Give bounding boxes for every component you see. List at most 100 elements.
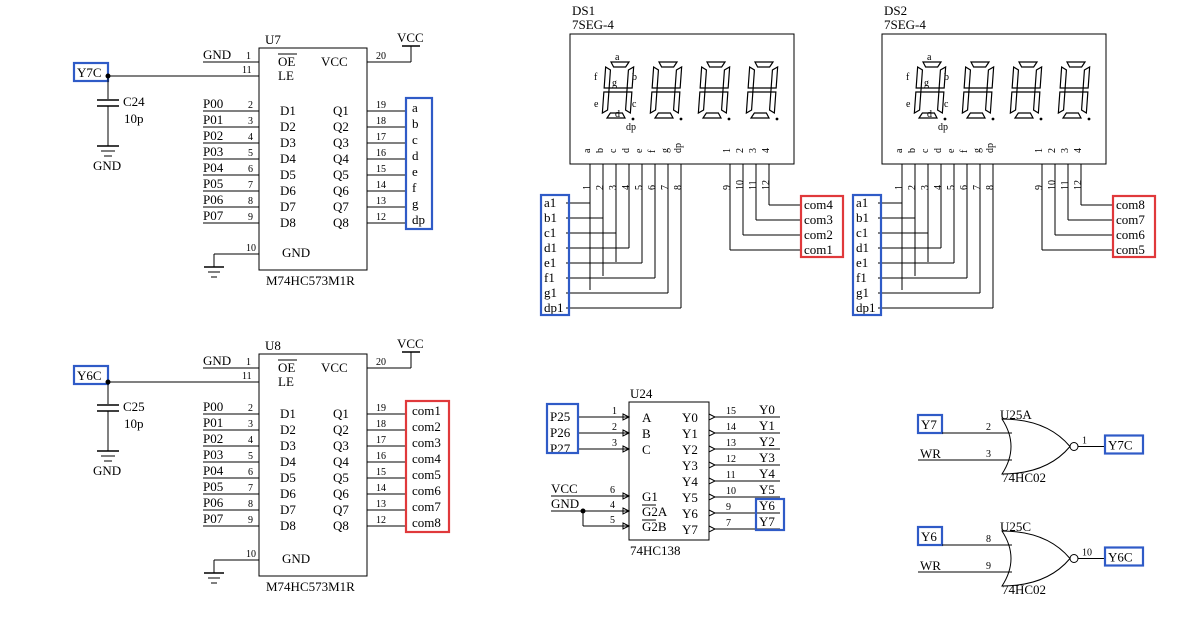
ds1-seg-pin-num: 7: [660, 185, 671, 190]
u8-input-net: P03: [203, 447, 223, 462]
u24-output-net-box: [754, 497, 786, 532]
u24-en-pin: 4: [610, 500, 615, 511]
u8-input-net: P06: [203, 495, 224, 510]
segment-g: [752, 87, 772, 93]
segment-e: [1009, 91, 1018, 115]
u7-oe-label: OE: [278, 54, 295, 69]
ds2-seg-pin-num: 3: [920, 185, 931, 190]
u8-input-pin: 6: [248, 467, 253, 478]
ds1-com-pin-num: 12: [761, 180, 772, 190]
ds2-seg-pin-label: b: [907, 148, 918, 153]
u8-output-pin: 14: [376, 483, 386, 494]
u8-input-pin: 7: [248, 483, 253, 494]
segment-dp-dot: [631, 117, 635, 121]
ds2-com-net: com8: [1116, 197, 1145, 212]
ds2-seg-pin-num: 6: [959, 185, 970, 190]
segment-f: [915, 65, 924, 89]
u24-output-label: Y4: [682, 474, 698, 489]
ds2-com-net: com6: [1116, 227, 1145, 242]
segment-f: [1011, 65, 1020, 89]
u25a-pin2: 3: [986, 449, 991, 460]
u8-output-net: com2: [412, 419, 441, 434]
segment-dp-dot: [991, 117, 995, 121]
segment-b: [722, 65, 731, 89]
u7-input-net: P03: [203, 144, 223, 159]
u25c-in2-net: WR: [920, 558, 941, 573]
ds2-seg-pin-label: a: [894, 148, 905, 153]
u8-input-pin: 5: [248, 451, 253, 462]
u7-output-pin: 13: [376, 196, 386, 207]
segment-e: [601, 91, 610, 115]
u8-gnd-pin: 10: [246, 549, 256, 560]
u8-q-label: Q8: [333, 518, 349, 533]
ds2-seg-net: e1: [856, 255, 868, 270]
u24-en-arrow-icon: [622, 507, 631, 515]
u8-q-label: Q6: [333, 486, 349, 501]
segment-f: [747, 65, 756, 89]
u8-output-net: com5: [412, 467, 441, 482]
u8-q-label: Q3: [333, 438, 349, 453]
u8-d-label: D1: [280, 406, 296, 421]
u25c-pin-out: 10: [1082, 548, 1092, 559]
ds2-com-pin-num: 12: [1073, 180, 1084, 190]
y7c-net-label: Y7C: [77, 65, 102, 80]
segment-f: [1059, 65, 1068, 89]
u8-vcc-net: VCC: [397, 336, 424, 351]
ds2-seg-pin-num: 2: [907, 185, 918, 190]
u24-input-arrow-icon: [622, 445, 631, 453]
u7-part: M74HC573M1R: [266, 273, 355, 288]
ds2-com-net: com5: [1116, 242, 1145, 257]
u24-output-net: Y2: [759, 434, 775, 449]
u8-q-label: Q4: [333, 454, 349, 469]
u24-ref: U24: [630, 386, 653, 401]
u7-input-net: P07: [203, 208, 224, 223]
u8-output-pin: 17: [376, 435, 386, 446]
u7-output-net: f: [412, 180, 417, 195]
segment-dp-dot: [1039, 117, 1043, 121]
u24-input-pin: 1: [612, 406, 617, 417]
u7-output-net: g: [412, 196, 419, 211]
u7-input-pin: 6: [248, 164, 253, 175]
u7-input-pin: 9: [248, 212, 253, 223]
u8-body: [258, 353, 368, 577]
segment-b: [1082, 65, 1091, 89]
u24-output-label: Y7: [682, 522, 698, 537]
segment-a: [970, 61, 991, 68]
u7-vcc-net: VCC: [397, 30, 424, 45]
ds1-seg-net: b1: [544, 210, 557, 225]
ds2-seg-pin-num: 4: [933, 185, 944, 190]
u25c-in1-net: Y6: [921, 529, 937, 544]
segment-letter-b: b: [944, 72, 949, 83]
u7-output-pin: 16: [376, 148, 386, 159]
segment-letter-c: c: [632, 99, 637, 110]
ds2-com-pin-label: 3: [1060, 148, 1071, 153]
segment-letter-a: a: [927, 52, 932, 63]
y7c-net-label-box: [72, 61, 110, 83]
segment-letter-f: f: [594, 72, 598, 83]
segment-c: [984, 91, 993, 115]
u24-output-label: Y3: [682, 458, 698, 473]
u7-output-net: d: [412, 148, 419, 163]
u24-input-label: A: [642, 410, 652, 425]
u7-input-pin: 7: [248, 180, 253, 191]
ds1-seg-net: e1: [544, 255, 556, 270]
segment-g: [968, 87, 988, 93]
u24-en-label: G1: [642, 489, 658, 504]
ds1-com-net: com3: [804, 212, 833, 227]
ds1-seg-pin-label: d: [621, 148, 632, 153]
u7-q-label: Q1: [333, 103, 349, 118]
u7-output-pin: 19: [376, 100, 386, 111]
u8-output-net: com4: [412, 451, 441, 466]
u7-output-net: e: [412, 164, 418, 179]
ds2-seg-net: d1: [856, 240, 869, 255]
ds1-com-pin-label: 3: [748, 148, 759, 153]
u8-oe-pin: 1: [246, 357, 251, 368]
u25a-in2-net: WR: [920, 446, 941, 461]
ds2-seg-pin-label: dp: [985, 143, 996, 153]
ds2-seg-pin-label: d: [933, 148, 944, 153]
u8-d-label: D7: [280, 502, 296, 517]
u24-output-label: Y1: [682, 426, 698, 441]
